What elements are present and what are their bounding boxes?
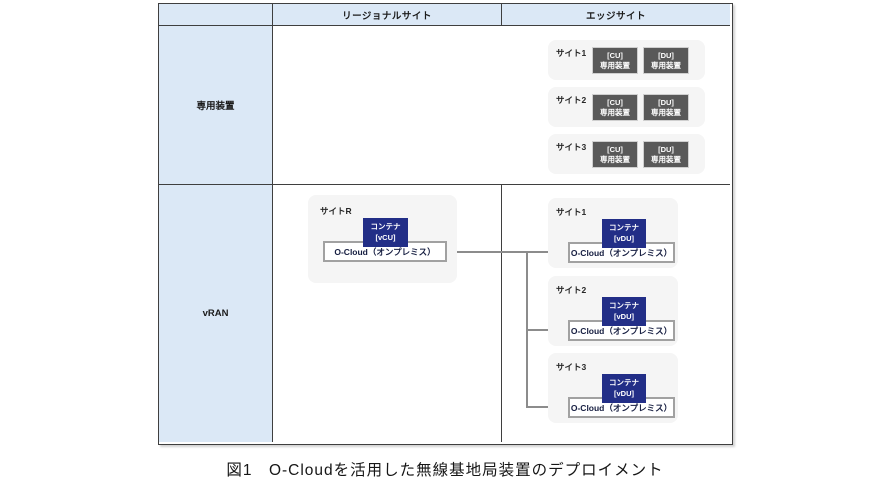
container-line1: コンテナ (609, 301, 639, 311)
cu-device-line2: 専用装置 (600, 60, 630, 70)
row-label-vran: vRAN (159, 185, 273, 442)
du-device-line2: 専用装置 (651, 107, 681, 117)
dedicated-site1-box: サイト1 [CU] 専用装置 [DU] 専用装置 (548, 40, 705, 80)
cu-device-line1: [CU] (607, 50, 623, 60)
site-name-label: サイト2 (556, 95, 587, 105)
cu-device-line1: [CU] (607, 97, 623, 107)
container-line2: [vDU] (614, 311, 634, 321)
figure-caption: 図1 O-Cloudを活用した無線基地局装置のデプロイメント (226, 462, 664, 479)
vran-edge-site3-box: サイト3 コンテナ [vDU] O-Cloud（オンプレミス） (548, 353, 678, 423)
cu-device-line2: 専用装置 (600, 154, 630, 164)
container-line2: [vDU] (614, 388, 634, 398)
site-name-label: サイト3 (556, 362, 587, 372)
du-device-line2: 専用装置 (651, 154, 681, 164)
vcu-container-box: コンテナ [vCU] (363, 218, 408, 247)
cu-device-box: [CU] 専用装置 (592, 141, 638, 168)
du-device-line1: [DU] (658, 50, 674, 60)
du-device-line2: 専用装置 (651, 60, 681, 70)
cu-device-box: [CU] 専用装置 (592, 94, 638, 121)
container-line1: コンテナ (609, 223, 639, 233)
container-line2: [vDU] (614, 233, 634, 243)
cu-device-line2: 専用装置 (600, 107, 630, 117)
dedicated-site2-box: サイト2 [CU] 専用装置 [DU] 専用装置 (548, 87, 705, 127)
du-device-line1: [DU] (658, 97, 674, 107)
site-name-label: サイト2 (556, 285, 587, 295)
dedicated-site3-box: サイト3 [CU] 専用装置 [DU] 専用装置 (548, 134, 705, 174)
site-name-label: サイト1 (556, 207, 587, 217)
vdu-container-box: コンテナ [vDU] (602, 374, 646, 403)
row-label-dedicated: 専用装置 (159, 26, 273, 185)
container-line2: [vCU] (375, 232, 396, 242)
vran-regional-cell (273, 185, 502, 442)
header-edge-site: エッジサイト (502, 4, 730, 26)
du-device-box: [DU] 専用装置 (643, 94, 689, 121)
header-regional-site: リージョナルサイト (273, 4, 502, 26)
du-device-line1: [DU] (658, 144, 674, 154)
vran-edge-site2-box: サイト2 コンテナ [vDU] O-Cloud（オンプレミス） (548, 276, 678, 346)
connector-branch-site3-line (526, 406, 568, 408)
dedicated-content-cell (273, 26, 730, 185)
site-name-label: サイト1 (556, 48, 587, 58)
vdu-container-box: コンテナ [vDU] (602, 219, 646, 248)
cu-device-line1: [CU] (607, 144, 623, 154)
vran-regional-siteR-box: サイトR コンテナ [vCU] O-Cloud（オンプレミス） (308, 195, 457, 283)
vdu-container-box: コンテナ [vDU] (602, 297, 646, 326)
connector-branch-site2-line (526, 329, 568, 331)
cu-device-box: [CU] 専用装置 (592, 47, 638, 74)
du-device-box: [DU] 専用装置 (643, 141, 689, 168)
connector-trunk-line (447, 251, 568, 253)
site-name-label: サイト3 (556, 142, 587, 152)
container-line1: コンテナ (609, 378, 639, 388)
vran-edge-site1-box: サイト1 コンテナ [vDU] O-Cloud（オンプレミス） (548, 198, 678, 268)
container-line1: コンテナ (370, 222, 401, 232)
header-empty-cell (159, 4, 273, 26)
du-device-box: [DU] 専用装置 (643, 47, 689, 74)
site-name-label: サイトR (320, 206, 352, 216)
deployment-table: リージョナルサイト エッジサイト 専用装置 vRAN サイト1 [CU] 専用装… (158, 3, 733, 445)
